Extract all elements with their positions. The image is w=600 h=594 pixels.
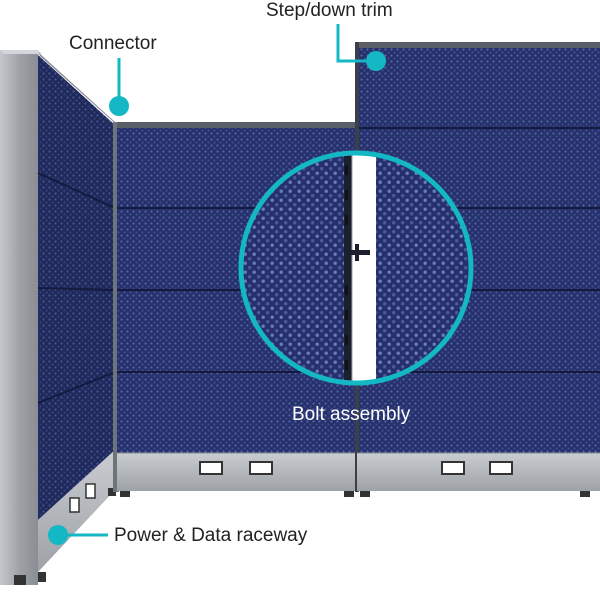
connector-post: [38, 52, 119, 492]
outlet-icon: [199, 461, 223, 475]
outlet-icon: [489, 461, 513, 475]
bolt-assembly-zoom: [238, 150, 474, 386]
connector-callout: [109, 58, 129, 116]
callout-dot: [48, 525, 68, 545]
callout-dot: [366, 51, 386, 71]
end-frame-post: [0, 50, 42, 585]
outlet-icon: [249, 461, 273, 475]
callout-dot: [109, 96, 129, 116]
outlet-icon: [85, 483, 96, 499]
outlet-icon: [441, 461, 465, 475]
step-down-trim-label: Step/down trim: [266, 0, 393, 21]
outlet-icon: [69, 497, 80, 513]
raceway-label: Power & Data raceway: [114, 525, 308, 546]
raceway-callout: [48, 525, 108, 545]
bolt-assembly-label: Bolt assembly: [292, 404, 411, 425]
left-side-panel: [37, 55, 116, 582]
connector-label: Connector: [69, 33, 157, 54]
step-down-trim-callout: [336, 24, 386, 71]
